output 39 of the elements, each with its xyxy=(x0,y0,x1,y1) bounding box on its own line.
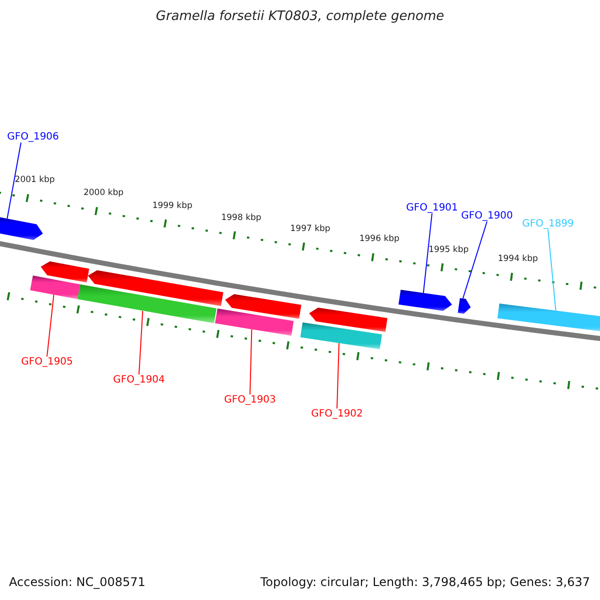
gene-feature xyxy=(309,308,388,332)
scale-label: 2000 kbp xyxy=(83,188,124,198)
gene-label: GFO_1903 xyxy=(224,394,276,406)
gene-feature xyxy=(40,261,90,282)
gene-label: GFO_1902 xyxy=(311,408,363,420)
leader-line xyxy=(462,221,488,299)
gene-label: GFO_1905 xyxy=(21,356,73,368)
scale-label: 2001 kbp xyxy=(14,175,55,186)
scale-label: 1994 kbp xyxy=(498,254,538,264)
gene-feature xyxy=(225,294,302,319)
gene-feature xyxy=(215,308,294,336)
gene-feature xyxy=(30,276,80,300)
scale-label: 1995 kbp xyxy=(428,244,469,254)
leader-line xyxy=(46,294,54,357)
gene-feature xyxy=(78,284,216,324)
leader-line xyxy=(548,229,556,312)
leader-line xyxy=(6,142,22,220)
leader-line xyxy=(250,328,252,395)
gene-feature xyxy=(398,290,452,311)
footer-text: Topology: circular; Length: 3,798,465 bp; Genes: 3,637 xyxy=(260,575,590,589)
leader-line xyxy=(138,310,144,375)
gene-label: GFO_1904 xyxy=(113,374,165,386)
scale-label: 1996 kbp xyxy=(359,234,400,244)
gene-label: GFO_1906 xyxy=(7,132,59,142)
scale-label: 1999 kbp xyxy=(152,200,192,211)
leader-line xyxy=(422,213,432,294)
scale-label: 1997 kbp xyxy=(290,224,330,234)
title: Gramella forsetii KT0803, complete genome xyxy=(154,9,446,24)
gene-feature xyxy=(300,322,382,350)
gene-label: GFO_1901 xyxy=(406,202,458,214)
footer-text: Accession: NC_008571 xyxy=(9,575,146,589)
gene-feature xyxy=(497,304,600,333)
gene-feature xyxy=(0,216,43,240)
gene-feature xyxy=(88,270,224,306)
scale-label: 1998 kbp xyxy=(221,212,262,223)
gene-label: GFO_1899 xyxy=(522,218,574,230)
gene-label: GFO_1900 xyxy=(461,210,513,222)
gene-feature xyxy=(458,298,471,314)
leader-line xyxy=(336,342,340,409)
